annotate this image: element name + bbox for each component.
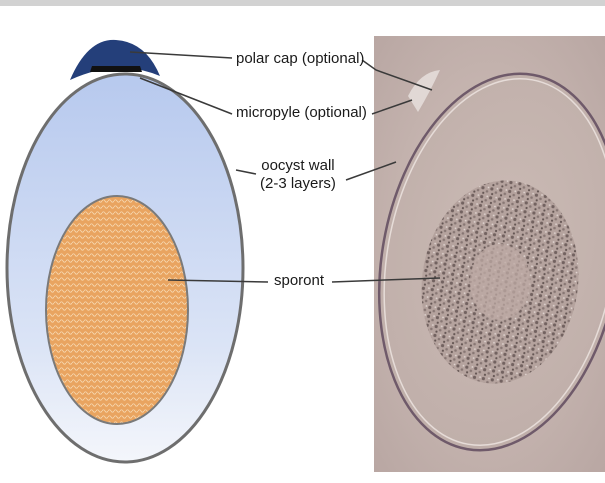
sporont-schematic — [46, 196, 188, 424]
oocyst-wall-label: oocyst wall (2-3 layers) — [260, 157, 336, 193]
oocyst-schematic — [7, 40, 243, 462]
polar-cap-label: polar cap (optional) — [236, 50, 364, 68]
oocyst-micrograph — [351, 36, 605, 472]
oocyst-wall-label-line1: oocyst wall — [260, 157, 336, 175]
micropyle-label: micropyle (optional) — [236, 104, 367, 122]
oocyst-wall-label-line2: (2-3 layers) — [260, 175, 336, 193]
oocyst-wall-leader — [236, 170, 256, 174]
micropyle — [90, 66, 142, 72]
sporont-label: sporont — [274, 272, 324, 290]
